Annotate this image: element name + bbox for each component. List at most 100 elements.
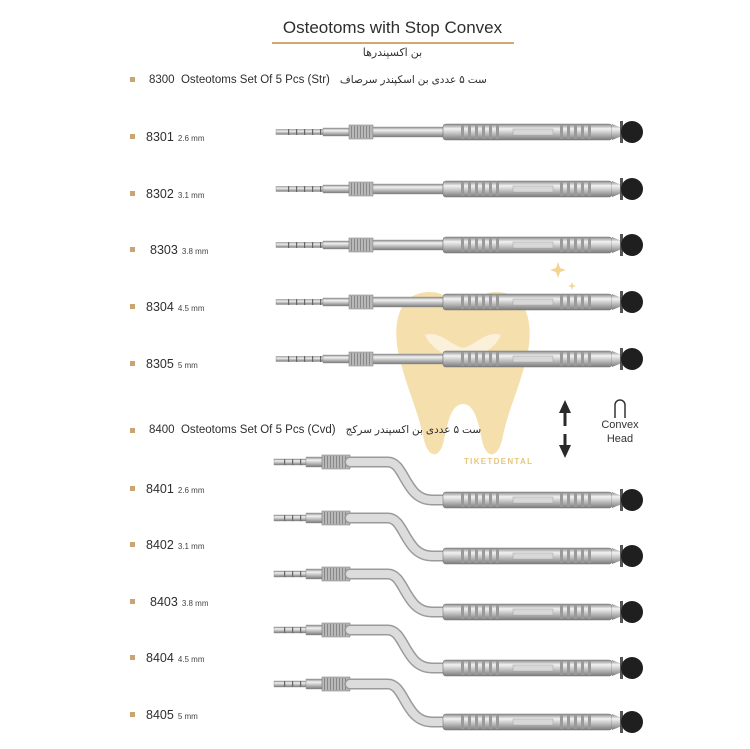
straight-tool-3-groove xyxy=(496,238,499,252)
curved-tool-1-shaft xyxy=(346,458,447,504)
straight-tool-5-knurl-line xyxy=(357,353,358,365)
curved-tool-5-knurl-line xyxy=(336,678,337,690)
straight-tool-3-knurl-line xyxy=(363,239,364,251)
curved-tool-5-groove xyxy=(475,715,478,729)
set-heading-straight: 8300 Osteotoms Set Of 5 Pcs (Str)ست ۵ عد… xyxy=(149,74,487,86)
curved-tool-5-groove xyxy=(588,715,591,729)
set-code: 8300 xyxy=(149,74,175,86)
curved-tool-3-taper xyxy=(612,604,622,620)
straight-tool-4-groove xyxy=(475,295,478,309)
straight-tool-1-knurl-line xyxy=(354,126,355,138)
straight-tool-3-taper xyxy=(612,237,622,253)
curved-tool-2-groove xyxy=(588,549,591,563)
straight-tool-4-groove xyxy=(567,295,570,309)
curved-tool-1-groove xyxy=(489,493,492,507)
curved-tool-5-marking xyxy=(300,681,302,687)
bullet xyxy=(130,599,135,604)
straight-tool-2-groove xyxy=(560,182,563,196)
bullet xyxy=(130,134,135,139)
straight-tool-1-ball-tip xyxy=(621,121,643,143)
page-subtitle: بن اکسپندرها xyxy=(362,47,423,59)
straight-tool-4-taper xyxy=(612,294,622,310)
curved-tool-5-ball-tip xyxy=(621,711,643,733)
curved-tool-1-taper xyxy=(612,492,622,508)
straight-tool-5-groove xyxy=(567,352,570,366)
curved-tool-1-groove xyxy=(461,493,464,507)
straight-tool-4-marking xyxy=(288,299,290,305)
straight-tool-4-tip xyxy=(275,299,324,305)
curved-tool-3-groove xyxy=(496,605,499,619)
straight-tool-4-knurl-line xyxy=(366,296,367,308)
straight-tool-4-marking xyxy=(320,299,322,305)
item-code: 8405 xyxy=(146,708,174,722)
straight-tool-2-knurl-line xyxy=(369,183,370,195)
curved-tool-2-groove xyxy=(560,549,563,563)
curved-tool-5-engraving xyxy=(512,718,554,726)
curved-tool-4-groove xyxy=(482,661,485,675)
straight-tool-5-tip xyxy=(275,356,324,362)
straight-tool-3-groove xyxy=(574,238,577,252)
curved-tool-5-knurl-line xyxy=(342,678,343,690)
straight-tool-2-knurl-line xyxy=(351,183,352,195)
item-size: 3.1 mm xyxy=(177,191,205,200)
curved-tool-3-knurl-line xyxy=(333,568,334,580)
curved-tool-5-knurl-line xyxy=(330,678,331,690)
set-label-fa: ست ۵ عددی بن اسکپندر سرصاف xyxy=(339,74,487,86)
item-code: 8401 xyxy=(146,482,174,496)
straight-tool-3-groove xyxy=(567,238,570,252)
straight-tool-2-engraving xyxy=(512,185,554,193)
straight-tool-5-marking xyxy=(312,356,314,362)
straight-tool-4-knurl-line xyxy=(360,296,361,308)
straight-tool-4-marking xyxy=(304,299,306,305)
straight-tool-1-groove xyxy=(574,125,577,139)
curved-tool-1-knurl-line xyxy=(339,456,340,468)
straight-tool-2-groove xyxy=(475,182,478,196)
straight-tool-4-groove xyxy=(496,295,499,309)
set-label-fa: ست ۵ عددی بن اکسپندر سرکج xyxy=(345,424,482,436)
straight-tool-2-groove xyxy=(567,182,570,196)
straight-tool-3-knurl-line xyxy=(360,239,361,251)
straight-tool-2-neck xyxy=(322,184,350,194)
curved-tool-5-neck xyxy=(305,678,323,690)
page-title: Osteotoms with Stop Convex xyxy=(282,18,503,37)
straight-tool-3-groove xyxy=(560,238,563,252)
curved-tool-1-marking xyxy=(284,459,286,465)
straight-tool-4-ball-tip xyxy=(621,291,643,313)
curved-tool-2-knurl-line xyxy=(327,512,328,524)
straight-tool-3-marking xyxy=(312,242,314,248)
curved-tool-4-groove xyxy=(489,661,492,675)
curved-tool-1-engraving xyxy=(512,496,554,504)
bullet xyxy=(130,247,135,252)
curved-tool-2-groove xyxy=(461,549,464,563)
straight-tool-2-groove xyxy=(574,182,577,196)
straight-tool-2-knurl-line xyxy=(366,183,367,195)
curved-tool-3-knurl-line xyxy=(330,568,331,580)
curved-tool-4-neck xyxy=(305,624,323,636)
straight-tool-3-marking xyxy=(288,242,290,248)
curved-tool-2-groove xyxy=(482,549,485,563)
straight-tool-4-marking xyxy=(312,299,314,305)
straight-tool-3-marking xyxy=(304,242,306,248)
curved-tool-2-taper xyxy=(612,548,622,564)
curved-tool-1-ball-tip xyxy=(621,489,643,511)
curved-tool-5-groove xyxy=(567,715,570,729)
curved-tool-3-groove xyxy=(475,605,478,619)
straight-tool-3-knurl-line xyxy=(366,239,367,251)
item-code: 8303 xyxy=(150,243,178,257)
straight-tool-4-neck xyxy=(322,297,350,307)
curved-tool-5-knurl-line xyxy=(327,678,328,690)
straight-tool-5-groove xyxy=(468,352,471,366)
straight-tool-5-marking xyxy=(296,356,298,362)
curved-tool-4-knurl-line xyxy=(336,624,337,636)
straight-tool-5-groove xyxy=(475,352,478,366)
straight-tool-1-groove xyxy=(475,125,478,139)
curved-tool-3-groove xyxy=(574,605,577,619)
straight-tool-1-groove xyxy=(560,125,563,139)
curved-tool-4-groove xyxy=(581,661,584,675)
straight-tool-5-groove xyxy=(461,352,464,366)
curved-tool-4-knurl-line xyxy=(324,624,325,636)
curved-tool-3-knurl-line xyxy=(327,568,328,580)
straight-tool-3-groove xyxy=(468,238,471,252)
